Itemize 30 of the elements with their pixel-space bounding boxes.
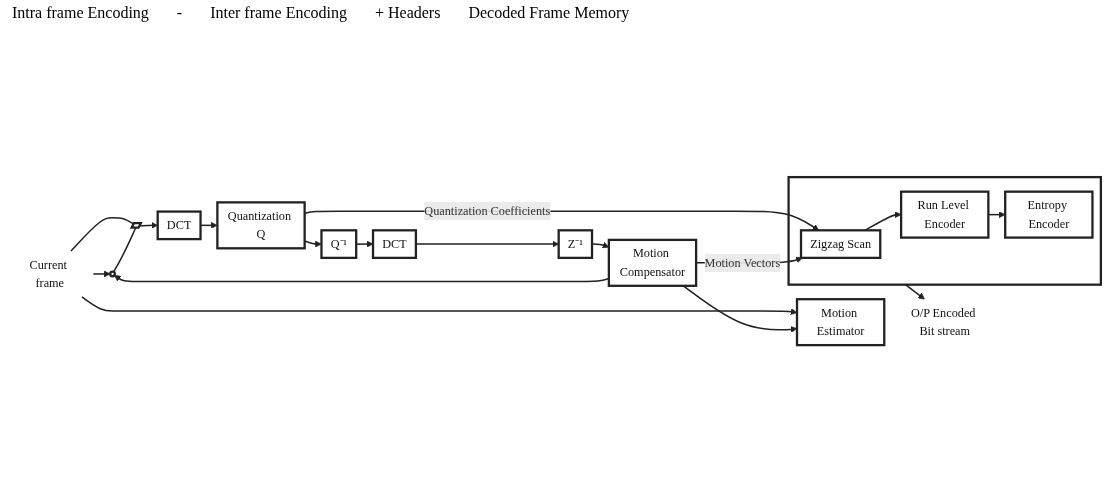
connector [70,216,135,252]
note-label: Decoded Frame Memory [468,4,630,24]
node-circle [109,270,116,278]
note-label: + Headers [375,4,441,23]
arrow [864,211,902,231]
arrow [139,221,158,229]
arrow [92,270,111,278]
edge-label: Motion Vectors [704,255,781,269]
note-label: Intra frame Encoding [12,4,149,24]
node-box: Zigzag Scan [799,229,882,259]
arrow [415,240,559,248]
node-box: Q⁻¹ [320,229,358,259]
cluster [787,175,1102,286]
node-box: Quantization Q [216,201,306,250]
node-box: Run Level Encoder [899,190,990,239]
node-box: DCT [371,229,418,259]
node-box: DCT [156,210,202,241]
node-box: Entropy Encoder [1004,190,1094,239]
node-text: O/P Encoded Bit stream [910,305,976,338]
arrow [904,283,925,300]
node-switch [129,221,143,229]
note-label: Inter frame Encoding [210,4,347,24]
node-box: Motion Compensator [607,238,698,287]
edge-label: Quantization Coefficients [424,204,551,218]
connector [112,227,137,273]
node-box: Z⁻¹ [557,229,594,259]
node-text: Current frame [29,257,67,290]
arrow [81,296,798,315]
note-label: - [176,4,183,23]
node-box: Motion Estimator [795,297,886,347]
